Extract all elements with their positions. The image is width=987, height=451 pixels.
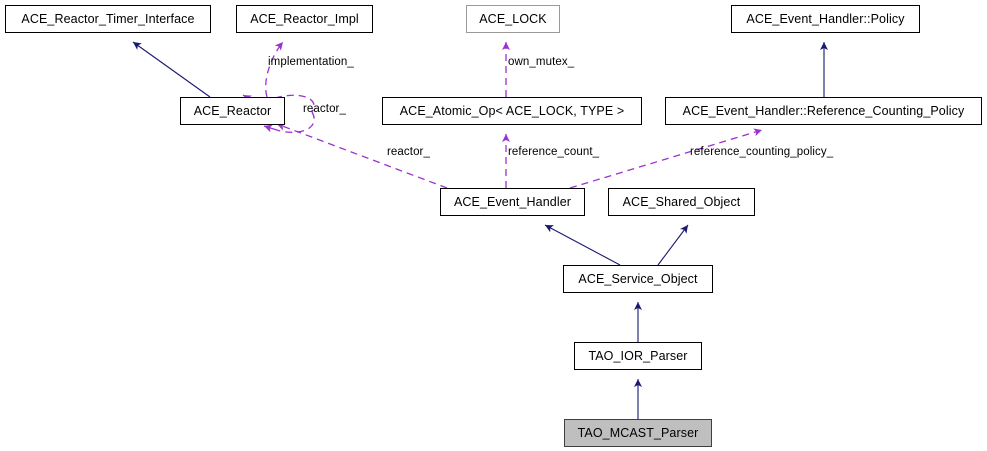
node-ace-lock[interactable]: ACE_LOCK (466, 5, 560, 33)
edge-label-reference-count: reference_count_ (508, 146, 600, 158)
node-ace-event-handler-policy[interactable]: ACE_Event_Handler::Policy (731, 5, 920, 33)
edge-reactor-to-timer-interface (132, 41, 211, 98)
edge-label-implementation: implementation_ (268, 56, 354, 68)
node-ace-service-object[interactable]: ACE_Service_Object (563, 265, 713, 293)
edge-reactor-self-loop-top (274, 94, 315, 113)
edge-reactor-impl-implementation (265, 41, 284, 98)
edge-label-own-mutex: own_mutex_ (508, 56, 575, 68)
node-ace-shared-object[interactable]: ACE_Shared_Object (608, 188, 755, 216)
edge-event-handler-reactor (276, 123, 448, 189)
node-ace-event-handler-reference-counting-policy[interactable]: ACE_Event_Handler::Reference_Counting_Po… (665, 97, 982, 125)
node-ace-reactor-impl[interactable]: ACE_Reactor_Impl (236, 5, 373, 33)
edge-reactor-self-loop-arrow-bottom (263, 124, 281, 133)
edge-service-object-to-event-handler (544, 224, 621, 266)
edge-service-object-to-shared-object (657, 224, 689, 266)
node-ace-atomic-op[interactable]: ACE_Atomic_Op< ACE_LOCK, TYPE > (382, 97, 642, 125)
edge-label-reference-counting-policy: reference_counting_policy_ (690, 146, 834, 158)
node-ace-reactor[interactable]: ACE_Reactor (180, 97, 285, 125)
node-ace-reactor-timer-interface[interactable]: ACE_Reactor_Timer_Interface (5, 5, 211, 33)
node-tao-ior-parser[interactable]: TAO_IOR_Parser (574, 342, 702, 370)
edge-label-reactor-self: reactor_ (303, 103, 346, 115)
edge-label-reactor-association: reactor_ (387, 146, 430, 158)
edge-event-handler-ref-counting-policy (569, 128, 763, 189)
node-tao-mcast-parser[interactable]: TAO_MCAST_Parser (564, 419, 712, 447)
node-ace-event-handler[interactable]: ACE_Event_Handler (440, 188, 585, 216)
edge-reactor-self-loop-bottom (279, 111, 315, 133)
